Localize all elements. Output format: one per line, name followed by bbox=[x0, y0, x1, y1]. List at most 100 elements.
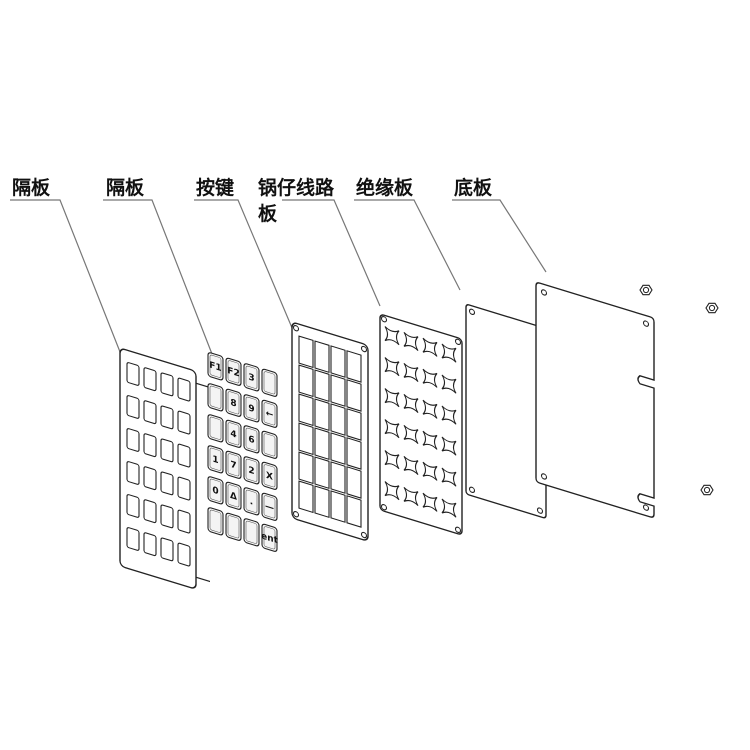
spacer-hole bbox=[177, 443, 191, 468]
spacer-grid-cell bbox=[298, 335, 314, 369]
key-face bbox=[245, 458, 258, 482]
insulating-board bbox=[465, 304, 547, 519]
insulating-outline bbox=[465, 304, 547, 519]
mount-hole bbox=[380, 316, 388, 323]
key-label: ent bbox=[261, 530, 278, 546]
label-spacer-right: 隔板 bbox=[106, 176, 145, 199]
spacer-grid-cell bbox=[346, 350, 362, 383]
spacer-grid-cell bbox=[330, 490, 346, 523]
key-button[interactable] bbox=[207, 445, 224, 474]
dome-contact bbox=[441, 436, 457, 456]
dome-contact bbox=[384, 481, 400, 501]
spacer-grid-cell bbox=[346, 408, 362, 441]
key-label: ← bbox=[266, 408, 274, 421]
spacer-hole bbox=[126, 461, 140, 485]
dome-contact bbox=[422, 368, 438, 388]
hex-nut bbox=[639, 284, 653, 296]
key-button[interactable] bbox=[207, 383, 224, 412]
mount-hole bbox=[642, 504, 650, 511]
spacer-grid-cell bbox=[346, 379, 362, 412]
spacer-hole bbox=[143, 400, 157, 425]
key-button[interactable] bbox=[261, 461, 278, 491]
key-button[interactable] bbox=[225, 357, 242, 387]
key-button[interactable] bbox=[243, 425, 260, 454]
key-label: X bbox=[266, 470, 273, 483]
key-button[interactable] bbox=[261, 430, 278, 460]
key-button[interactable] bbox=[243, 363, 260, 392]
key-button[interactable] bbox=[225, 481, 242, 511]
key-face bbox=[245, 396, 258, 420]
dome-contact bbox=[384, 419, 400, 439]
mount-hole bbox=[642, 320, 650, 327]
key-button[interactable] bbox=[243, 456, 260, 485]
dome-pcb bbox=[379, 314, 463, 535]
key-label: 4 bbox=[230, 428, 236, 441]
spacer-hole bbox=[126, 395, 140, 419]
key-face bbox=[263, 464, 276, 488]
key-face bbox=[209, 447, 222, 471]
mount-hole bbox=[292, 325, 300, 332]
dome-contact bbox=[403, 393, 419, 413]
key-button[interactable] bbox=[225, 450, 242, 480]
spacer-grid-cell bbox=[298, 451, 314, 485]
key-button[interactable] bbox=[243, 487, 260, 516]
spacer-grid-cell bbox=[314, 456, 330, 490]
spacer-hole bbox=[160, 372, 174, 397]
key-button[interactable] bbox=[207, 414, 224, 443]
key-button[interactable] bbox=[261, 492, 278, 522]
mount-hole bbox=[454, 338, 462, 346]
key-face bbox=[227, 453, 240, 477]
spacer-grid-cell bbox=[314, 340, 330, 374]
key-label: 3 bbox=[248, 372, 254, 385]
key-button[interactable] bbox=[207, 507, 224, 536]
label-spacer-left: 隔板 bbox=[12, 176, 51, 199]
key-face bbox=[245, 520, 258, 544]
key-button[interactable] bbox=[243, 394, 260, 423]
dome-contact bbox=[403, 424, 419, 444]
key-label: F2 bbox=[227, 365, 239, 380]
key-face bbox=[263, 526, 276, 550]
key-label: Δ bbox=[230, 490, 238, 503]
key-face bbox=[209, 509, 222, 533]
spacer-hole bbox=[126, 494, 140, 518]
key-face bbox=[227, 422, 240, 446]
key-button[interactable] bbox=[225, 388, 242, 418]
spacer-grid-cell bbox=[314, 485, 330, 519]
key-button[interactable] bbox=[243, 518, 260, 547]
mount-hole bbox=[360, 345, 368, 353]
spacer-grid-cell bbox=[330, 345, 346, 378]
mount-hole bbox=[292, 511, 300, 518]
key-label: 1 bbox=[212, 454, 218, 467]
spacer-grid-cell bbox=[314, 398, 330, 432]
dome-contact bbox=[422, 461, 438, 481]
key-label: 6 bbox=[248, 434, 254, 447]
pcb-outline bbox=[379, 314, 463, 535]
key-button[interactable] bbox=[225, 419, 242, 449]
label-base-plate: 底板 bbox=[454, 176, 493, 199]
key-button[interactable] bbox=[225, 512, 242, 542]
spacer-hole bbox=[160, 537, 174, 562]
spacer-grid-cell bbox=[298, 480, 314, 514]
key-label: F1 bbox=[209, 360, 221, 375]
dome-contact bbox=[422, 430, 438, 450]
mount-hole bbox=[454, 526, 462, 534]
mount-hole bbox=[540, 473, 548, 480]
spacer-grid-cell bbox=[298, 364, 314, 398]
dome-contact bbox=[403, 331, 419, 351]
dome-contact bbox=[384, 450, 400, 470]
key-button[interactable] bbox=[207, 476, 224, 505]
dome-contact bbox=[403, 455, 419, 475]
key-button[interactable] bbox=[207, 352, 224, 381]
dome-contact bbox=[422, 399, 438, 419]
key-face bbox=[227, 515, 240, 539]
spacer-hole bbox=[143, 466, 157, 491]
key-label: — bbox=[265, 501, 274, 514]
base-plate-outline bbox=[535, 282, 655, 518]
key-button[interactable] bbox=[261, 399, 278, 429]
key-face bbox=[263, 371, 276, 395]
key-face bbox=[245, 427, 258, 451]
dome-contact bbox=[441, 405, 457, 425]
key-button[interactable] bbox=[261, 368, 278, 398]
key-button[interactable] bbox=[261, 523, 278, 553]
